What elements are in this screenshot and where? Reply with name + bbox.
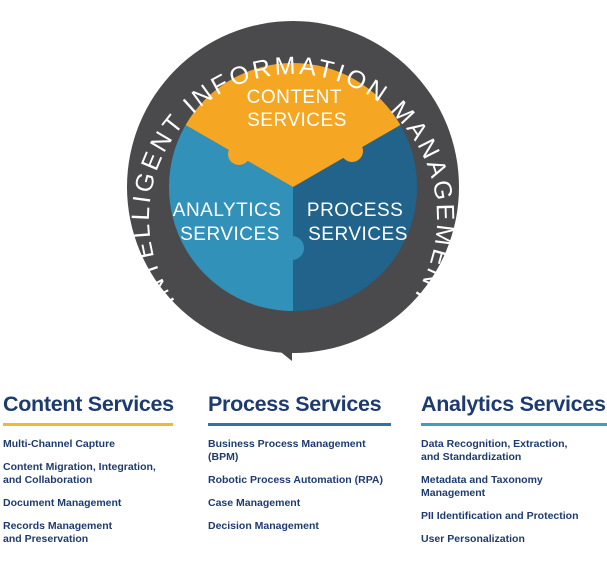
segment-analytics [168, 125, 293, 311]
list-item: Multi-Channel Capture [3, 438, 115, 450]
column-rule [3, 423, 173, 426]
puzzle-tab-right [341, 140, 363, 162]
list-item: Decision Management [208, 520, 319, 532]
list-item: Document Management [3, 497, 122, 509]
list-item: Business Process Management (BPM) [208, 438, 366, 463]
list-item: Case Management [208, 497, 301, 509]
list-item: Records Management and Preservation [3, 520, 113, 545]
column-content-services: Content Services Multi-Channel Capture C… [3, 392, 174, 556]
segment-label-process: PROCESS SERVICES [307, 200, 409, 245]
list-item: Content Migration, Integration, and Coll… [3, 461, 156, 486]
segment-process [293, 125, 418, 311]
column-title: Process Services [208, 392, 382, 416]
segment-label-analytics: ANALYTICS SERVICES [173, 200, 287, 245]
column-process-services: Process Services Business Process Manage… [208, 392, 391, 543]
column-list: Multi-Channel Capture Content Migration,… [3, 438, 173, 546]
column-analytics-services: Analytics Services Data Recognition, Ext… [421, 392, 607, 556]
puzzle-tab-left [228, 143, 250, 165]
column-title: Analytics Services [421, 392, 606, 416]
list-item: Robotic Process Automation (RPA) [208, 474, 384, 486]
iim-circle-diagram: INTELLIGENT INFORMATION MANAGEMENT CONTE… [127, 21, 459, 361]
puzzle-tab-bottom [280, 236, 304, 260]
list-item: Data Recognition, Extraction, and Standa… [421, 438, 568, 463]
segment-label-content: CONTENT SERVICES [247, 87, 348, 131]
column-list: Data Recognition, Extraction, and Standa… [421, 438, 607, 546]
column-rule [421, 423, 607, 426]
list-item: Metadata and Taxonomy Management [421, 474, 543, 499]
list-item: PII Identification and Protection [421, 510, 579, 522]
list-item: User Personalization [421, 533, 525, 545]
column-rule [208, 423, 391, 426]
ring-arrow-icon [252, 297, 330, 361]
column-title: Content Services [3, 392, 174, 416]
column-list: Business Process Management (BPM) Roboti… [208, 438, 391, 533]
